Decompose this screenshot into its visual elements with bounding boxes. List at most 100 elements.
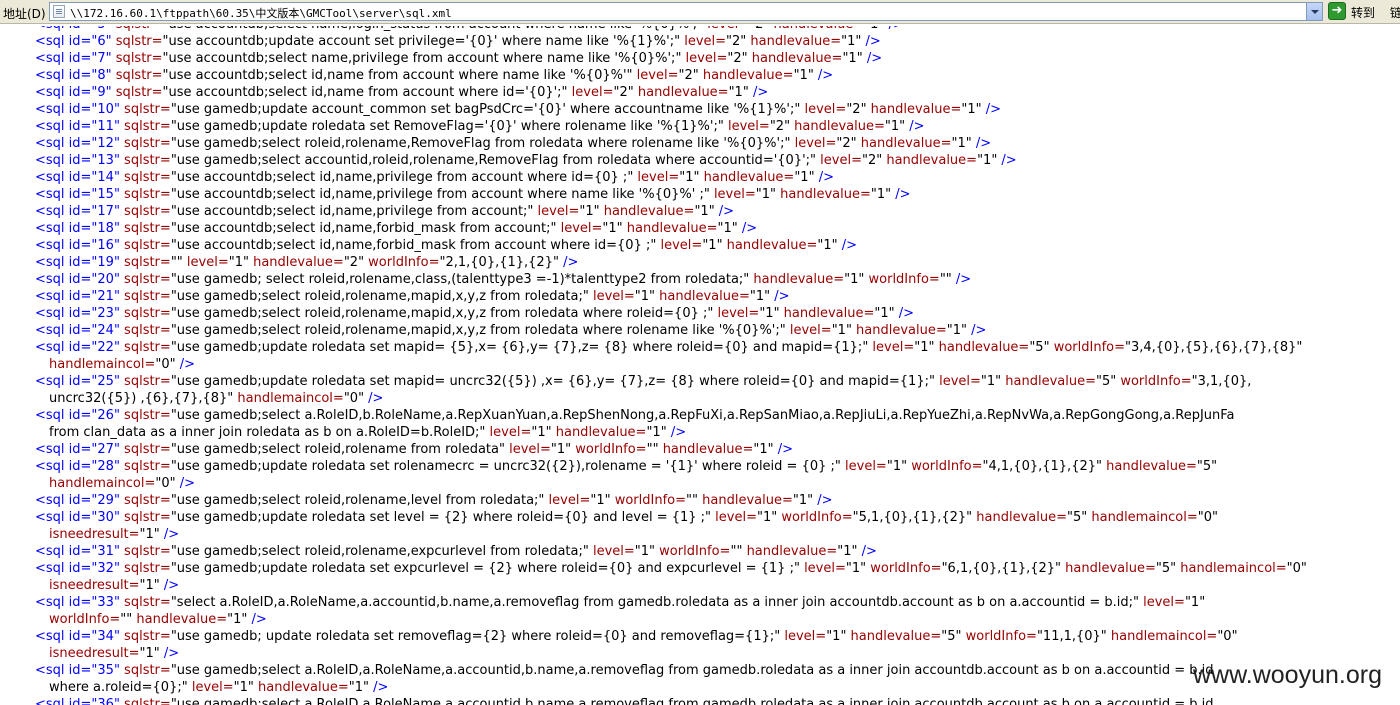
xml-attribute-name: handlevalue= [746, 34, 842, 49]
xml-attribute-value: "1" [845, 561, 867, 576]
xml-attribute-name: level= [934, 374, 981, 389]
xml-attribute-value: "1" [227, 612, 248, 627]
xml-attribute-value: "1" [951, 136, 972, 151]
xml-tag: /> [951, 272, 972, 287]
xml-attribute-name: sqlstr= [119, 510, 171, 525]
xml-tag: /> [773, 442, 794, 457]
xml-attribute-value: "11,1,{0}" [1036, 629, 1107, 644]
xml-tag: <sql id="32" [35, 561, 120, 576]
xml-tag: <sql id="27" [35, 442, 120, 457]
xml-tag: /> [905, 119, 925, 134]
xml-attribute-value: "3,4,{0},{5},{6},{7},{8}" [1125, 340, 1303, 355]
xml-line: <sql id="34" sqlstr="use gamedb; update … [35, 628, 1238, 645]
xml-attribute-value: "" [646, 442, 659, 457]
xml-attribute-name: handlevalue= [846, 629, 942, 644]
xml-tag: <sql id="22" [35, 340, 120, 355]
xml-tag: /> [159, 646, 180, 661]
address-toolbar: 地址(D) \\172.16.60.1\ftppath\60.35\中文版本\G… [0, 0, 1400, 24]
xml-attribute-value: "1" [348, 680, 369, 695]
xml-attribute-name: level= [713, 306, 760, 321]
xml-tag: <sql id="20" [35, 272, 120, 287]
xml-attribute-name: handlevalue= [882, 153, 978, 168]
xml-attribute-value: "use accountdb;select id,name,privilege … [170, 204, 534, 219]
xml-tag: <sql id="17" [35, 204, 120, 219]
xml-tag: <sql id="6" [35, 34, 112, 49]
xml-attribute-value: "use gamedb;update roledata set mapid= u… [170, 374, 935, 389]
xml-attribute-value: "1" [579, 204, 600, 219]
xml-attribute-value: "1" [826, 629, 847, 644]
xml-line: <sql id="36" sqlstr="use gamedb;select a… [35, 696, 1214, 705]
xml-line-continuation: where a.roleid={0};" level="1" handleval… [49, 679, 388, 696]
xml-tag: /> [894, 306, 915, 321]
xml-attribute-name: sqlstr= [119, 629, 171, 644]
xml-attribute-name: handlevalue= [1001, 374, 1096, 389]
address-input[interactable]: \\172.16.60.1\ftppath\60.35\中文版本\GMCTool… [49, 2, 1323, 21]
xml-attribute-name: handlevalue= [934, 340, 1030, 355]
xml-line: <sql id="8" sqlstr="use accountdb;select… [35, 67, 833, 84]
xml-attribute-value: "1" [550, 442, 572, 457]
xml-line: <sql id="18" sqlstr="use accountdb;selec… [35, 220, 757, 237]
xml-tag: <sql id="23" [35, 306, 120, 321]
xml-attribute-value: "use accountdb;select name,privilege fro… [162, 51, 682, 66]
xml-attribute-value: "use gamedb;select roleid,rolename from … [170, 442, 505, 457]
links-label[interactable]: 链 [1390, 6, 1400, 20]
xml-tag: /> [891, 187, 911, 202]
go-button[interactable]: ➜ 转到 [1328, 2, 1384, 21]
xml-attribute-value: "" [170, 255, 183, 270]
xml-attribute-value: "" [120, 612, 133, 627]
xml-attribute-value: "3,1,{0}, [1191, 374, 1252, 389]
xml-attribute-value: "1" [753, 442, 774, 457]
xml-attribute-value: "use gamedb;update roledata set RemoveFl… [170, 119, 724, 134]
xml-attribute-value: "1" [139, 578, 160, 593]
xml-attribute-value: "use gamedb;select roleid,rolename,mapid… [170, 306, 714, 321]
xml-attribute-value: "1" [977, 153, 998, 168]
xml-attribute-value: "use gamedb;update roledata set level = … [170, 510, 712, 525]
xml-attribute-value: "1" [864, 26, 884, 32]
xml-attribute-value: "1" [702, 238, 723, 253]
xml-tag: <sql id="35" [35, 663, 120, 678]
xml-attribute-value: "1" [228, 255, 249, 270]
xml-attribute-name: sqlstr= [119, 272, 171, 287]
xml-tag: /> [861, 34, 881, 49]
xml-line: <sql id="24" sqlstr="use gamedb;select r… [35, 322, 986, 339]
xml-attribute-value: "use accountdb;select name,login_status … [163, 26, 704, 32]
xml-attribute-value: "5" [1196, 459, 1218, 474]
xml-attribute-value: "use accountdb;select id,name,privilege … [170, 187, 710, 202]
xml-attribute-name: sqlstr= [112, 26, 163, 32]
xml-line: <sql id="22" sqlstr="use gamedb;update r… [35, 339, 1302, 356]
xml-tag: <sql id="18" [35, 221, 120, 236]
xml-line: <sql id="35" sqlstr="use gamedb;select a… [35, 662, 1214, 679]
xml-attribute-name: sqlstr= [119, 561, 171, 576]
xml-attribute-name: level= [504, 442, 551, 457]
xml-attribute-name: handlemaincol= [233, 391, 344, 406]
xml-attribute-name: level= [485, 425, 532, 440]
xml-attribute-value: "1" [139, 527, 160, 542]
xml-attribute-name: sqlstr= [119, 323, 171, 338]
xml-attribute-value: "use gamedb;update roledata set expcurle… [170, 561, 800, 576]
xml-attribute-name: sqlstr= [119, 544, 171, 559]
xml-attribute-value: "0" [1286, 561, 1307, 576]
xml-attribute-name: handlevalue= [633, 85, 729, 100]
xml-attribute-value: "1" [749, 289, 771, 304]
xml-tag: /> [247, 612, 267, 627]
xml-line: <sql id="20" sqlstr="use gamedb; select … [35, 271, 971, 288]
address-dropdown-button[interactable] [1306, 3, 1322, 20]
xml-attribute-value: "1" [590, 493, 611, 508]
xml-attribute-name: handlevalue= [866, 102, 962, 117]
xml-attribute-value: "use gamedb;update account_common set ba… [170, 102, 801, 117]
xml-attribute-value: "2,1,{0},{1},{2}" [439, 255, 559, 270]
xml-attribute-name: sqlstr= [119, 663, 171, 678]
xml-attribute-value: "use gamedb;select a.RoleID,b.RoleName,a… [170, 408, 1235, 423]
xml-tag: <sql id="13" [35, 153, 120, 168]
xml-attribute-value: "use gamedb; select roleid,rolename,clas… [170, 272, 750, 287]
xml-attribute-name: worldInfo= [777, 510, 853, 525]
xml-attribute-name: handlevalue= [972, 510, 1067, 525]
address-url[interactable]: \\172.16.60.1\ftppath\60.35\中文版本\GMCTool… [70, 7, 452, 20]
xml-line-continuation: isneedresult="1" /> [49, 577, 179, 594]
xml-tag: /> [837, 238, 858, 253]
xml-attribute-value: "2" [846, 102, 867, 117]
xml-tag: /> [813, 493, 833, 508]
xml-attribute-value: "1" [961, 102, 982, 117]
xml-attribute-name: sqlstr= [111, 85, 163, 100]
xml-attribute-name: sqlstr= [119, 153, 171, 168]
